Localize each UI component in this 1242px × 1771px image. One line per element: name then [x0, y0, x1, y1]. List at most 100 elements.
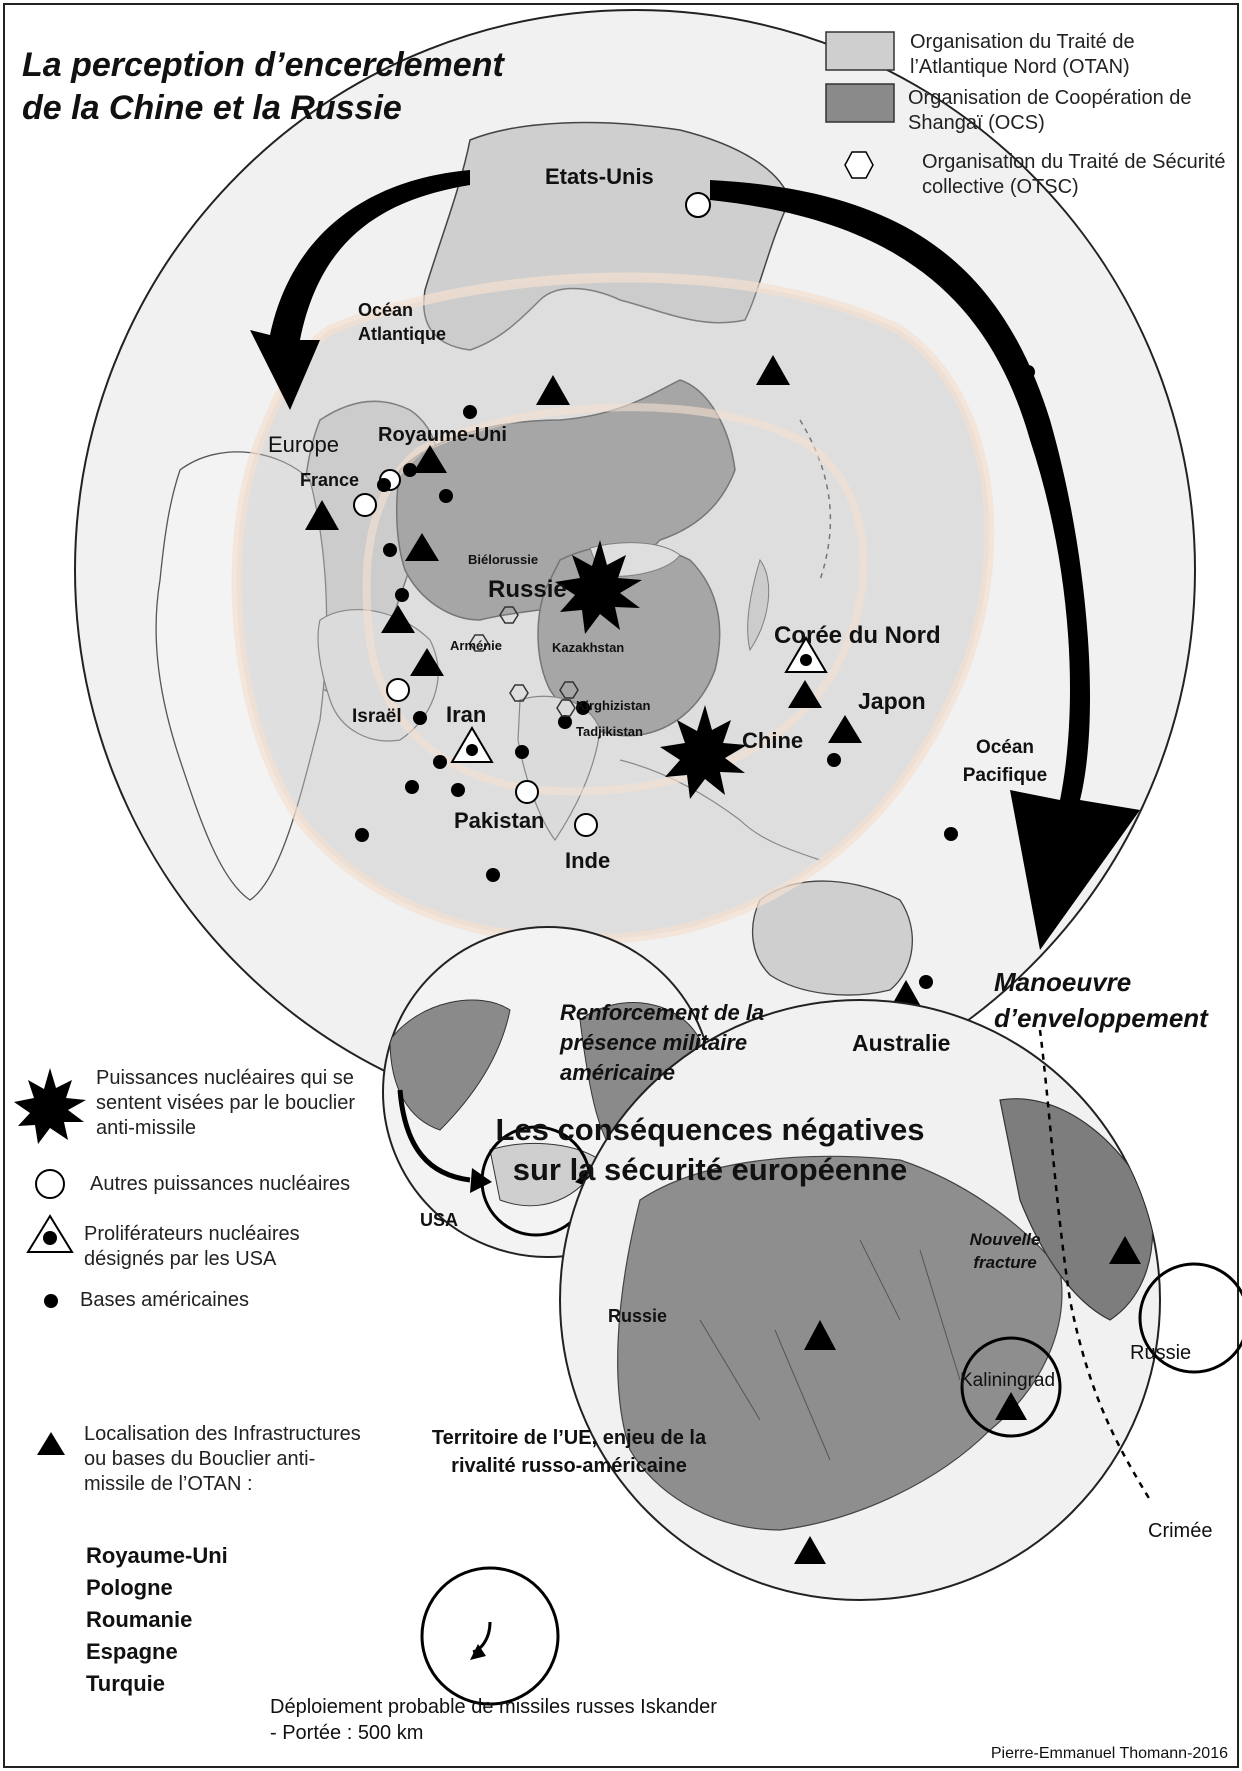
canada-shield-icon: [536, 375, 570, 405]
label-etats-unis: Etats-Unis: [545, 164, 654, 189]
page-title: La perception d’encerclement de la Chine…: [22, 44, 504, 130]
label-ocean-atlantique: Océan Atlantique: [358, 300, 446, 344]
shield-country: Roumanie: [86, 1607, 193, 1632]
proliferator-markers: [450, 636, 828, 763]
label-usa-small: USA: [420, 1210, 459, 1230]
usa-nuclear-icon: [685, 192, 711, 218]
label-pakistan: Pakistan: [454, 808, 545, 833]
japan-landmass: [747, 558, 770, 652]
consequences-heading: Les conséquences négatives sur la sécuri…: [495, 1112, 925, 1187]
label-iskander: Déploiement probable de missiles russes …: [270, 1696, 717, 1744]
map-frame: [3, 3, 1239, 1768]
bottom-legend-icons: [14, 1068, 86, 1455]
pakistan-nuclear-icon: [515, 780, 539, 804]
romania-shield-icon: [381, 605, 415, 633]
australia-landmass: [751, 880, 913, 996]
legend-shield-icon: [37, 1432, 65, 1455]
label-kirghizistan: Kirghizistan: [576, 698, 651, 713]
france-nuclear-icon: [353, 493, 377, 517]
legend-nuclear-targeted: Puissances nucléaires qui se sentent vis…: [96, 1067, 356, 1139]
label-israel: Israël: [352, 706, 402, 727]
otsc-hexagons: [469, 606, 579, 717]
label-royaume-uni: Royaume-Uni: [378, 424, 507, 446]
legend-other-nuclear-icon: [35, 1169, 65, 1199]
label-europe: Europe: [268, 432, 339, 457]
label-russie-small: Russie: [608, 1306, 668, 1326]
title-line-2: de la Chine et la Russie: [22, 89, 402, 127]
label-kazakhstan: Kazakhstan: [552, 640, 625, 655]
nuclear-targeted-markers: [555, 540, 747, 799]
title-line-1: La perception d’encerclement: [22, 46, 504, 84]
legend-bases: Bases américaines: [80, 1289, 249, 1311]
label-bielorussie: Biélorussie: [468, 552, 539, 567]
legend-proliferators: Proliférateurs nucléaires désignés par l…: [84, 1223, 300, 1270]
japan-shield-icon-1: [788, 680, 822, 708]
russia-burst-icon: [555, 540, 642, 634]
label-japon: Japon: [858, 688, 926, 714]
legend-targeted-burst-icon: [14, 1068, 86, 1144]
shield-country: Pologne: [86, 1575, 173, 1600]
label-iran: Iran: [446, 702, 487, 727]
spain-eu-shield-icon: [794, 1536, 826, 1564]
credit: Pierre-Emmanuel Thomann-2016: [990, 1745, 1228, 1762]
label-france: France: [300, 470, 360, 490]
encirclement-core: [362, 403, 868, 796]
west-arrow: [250, 170, 470, 410]
main-globe: [74, 9, 1196, 1131]
label-tadjikistan: Tadjikistan: [576, 724, 643, 739]
label-armenie: Arménie: [450, 638, 503, 653]
legend-otsc-label: Organisation du Traité de Sécurité colle…: [922, 151, 1226, 198]
legend-other-nuclear: Autres puissances nucléaires: [90, 1173, 351, 1195]
eu-globe: [559, 999, 1242, 1601]
kaliningrad-ring: [960, 1336, 1062, 1438]
romania-eu-shield-icon: [1109, 1236, 1141, 1264]
label-eu-caption: Territoire de l’UE, enjeu de la rivalité…: [431, 1427, 707, 1477]
usa-arrow: [397, 1089, 471, 1183]
nouvelle-fracture-line: [1038, 1029, 1152, 1501]
iskander-legend: [420, 1566, 560, 1706]
uk-shield-icon: [413, 445, 447, 473]
shield-country: Turquie: [86, 1671, 166, 1696]
poland-shield-icon: [405, 533, 439, 561]
legend-proliferator-icon: [26, 1214, 74, 1253]
india-nuclear-icon: [574, 813, 598, 837]
legend-shield-loc: Localisation des Infrastructures ou base…: [84, 1423, 361, 1495]
shield-country: Royaume-Uni: [86, 1543, 228, 1568]
shield-country-list: Royaume-Uni Pologne Roumanie Espagne Tur…: [86, 1540, 228, 1700]
sco-russia: [396, 379, 736, 621]
top-legend: [825, 31, 895, 179]
legend-base-icon: [44, 1294, 58, 1308]
otsc-hexagon-icon: [844, 151, 874, 179]
turkey-shield-icon: [410, 648, 444, 676]
otan-swatch: [825, 31, 895, 71]
nato-north-america: [423, 121, 791, 351]
pacific-line: [799, 419, 832, 581]
spain-shield-icon: [305, 500, 339, 530]
label-coree-du-nord: Corée du Nord: [774, 622, 941, 649]
legend-ocs-label: Organisation de Coopération de Shangaï (…: [908, 87, 1192, 134]
us-base-dots: [355, 365, 1035, 989]
label-kaliningrad: Kaliningrad: [960, 1370, 1056, 1391]
north-korea-proliferator-icon: [784, 636, 828, 673]
label-australie: Australie: [852, 1030, 951, 1056]
china-burst-icon: [660, 705, 747, 799]
label-russie-europe: Russie: [1130, 1342, 1192, 1364]
southeast-asia: [619, 759, 821, 861]
label-renforcement: Renforcement de la présence militaire am…: [560, 1000, 765, 1085]
label-crimee: Crimée: [1148, 1520, 1213, 1542]
shield-country: Espagne: [86, 1639, 178, 1664]
ocs-swatch: [825, 83, 895, 123]
israel-nuclear-icon: [386, 678, 410, 702]
label-ocean-pacifique: Océan Pacifique: [962, 737, 1048, 786]
poland-eu-shield-icon: [995, 1392, 1027, 1420]
uk-eu-shield-icon: [804, 1320, 836, 1350]
alaska-shield-icon: [756, 355, 790, 385]
japan-shield-icon-2: [828, 715, 862, 743]
label-nouvelle-fracture: Nouvelle fracture: [969, 1230, 1041, 1272]
label-russie: Russie: [488, 576, 567, 603]
crimee-ring: [1138, 1262, 1242, 1374]
label-manoeuvre: Manoeuvre d’enveloppement: [994, 967, 1208, 1033]
iran-proliferator-icon: [450, 726, 494, 763]
label-chine: Chine: [742, 728, 804, 753]
